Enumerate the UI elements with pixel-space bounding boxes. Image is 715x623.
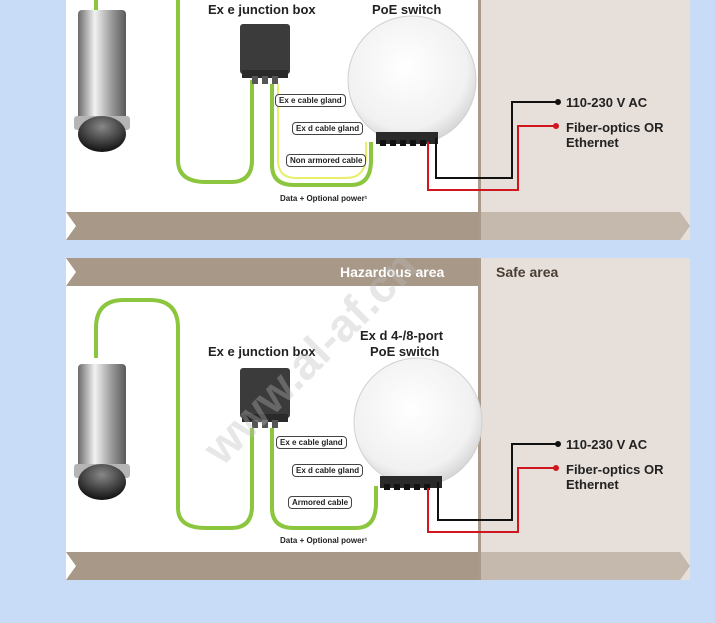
cable-type-tag: Armored cable [288,496,353,509]
ex-camera-housing [74,364,130,500]
green-cable-loop [176,0,254,184]
fiber-label-line2: Ethernet [566,135,619,150]
green-cable-loop [94,298,254,530]
safe-area-band [481,212,690,240]
area-divider [478,0,481,240]
ex-e-cable-gland-tag: Ex e cable gland [275,94,346,107]
cable-type-tag: Non armored cable [286,154,367,167]
junction-box-label: Ex e junction box [208,2,316,17]
fiber-label-line1: Fiber-optics OR [566,120,664,135]
poe-switch-label-line1: Ex d 4-/8-port [360,328,444,343]
poe-switch-label-line2: PoE switch [370,344,440,359]
junction-box [240,24,290,84]
hazardous-area-label: Hazardous area [340,264,445,280]
fiber-cable [427,467,556,533]
safe-area-band [481,552,690,580]
bottom-diagram-drawing [66,258,690,580]
ex-d-cable-gland-tag: Ex d cable gland [292,464,364,477]
ex-camera-housing [74,10,130,152]
top-diagram-panel: Ex e junction box PoE switch Ex e cable … [66,0,690,240]
fiber-cable [427,125,556,191]
safe-area-header [481,258,690,286]
ac-power-label: 110-230 V AC [566,437,648,452]
armored-cable [270,428,378,530]
ac-power-label: 110-230 V AC [566,95,648,110]
poe-switch-label: PoE switch [372,2,442,17]
fiber-label-line2: Ethernet [566,477,619,492]
poe-switch [353,357,483,490]
safe-area-label: Safe area [496,264,559,280]
safe-area-background [480,0,690,240]
junction-box [240,368,290,428]
hazardous-area-header [66,258,478,286]
power-cable [435,101,558,179]
safe-area-background [480,258,690,580]
bottom-diagram-panel: Hazardous area Safe area Ex e junction b… [66,258,690,580]
ex-e-cable-gland-tag: Ex e cable gland [276,436,347,449]
power-cable [437,443,558,521]
data-power-label: Data + Optional power¹ [280,194,368,203]
data-power-label: Data + Optional power¹ [280,536,368,545]
junction-box-label: Ex e junction box [208,344,316,359]
poe-switch [347,15,477,146]
cable-to-switch [270,84,373,187]
hazardous-area-band [66,552,478,580]
hazardous-area-band [66,212,478,240]
ex-d-cable-gland-tag: Ex d cable gland [292,122,364,135]
top-diagram-drawing [66,0,690,240]
fiber-label-line1: Fiber-optics OR [566,462,664,477]
